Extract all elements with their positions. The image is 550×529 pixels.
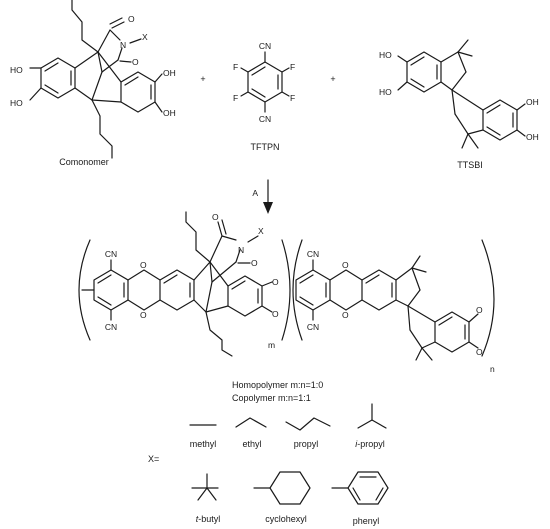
polymer-o-5: O <box>342 260 349 270</box>
ttsbi-structure <box>397 39 526 149</box>
tftpn-f-2: F <box>290 93 295 103</box>
ttsbi-name: TTSBI <box>457 160 483 170</box>
homopolymer-ratio: Homopolymer m:n=1:0 <box>232 380 323 390</box>
tftpn-f-4: F <box>233 93 238 103</box>
tftpn-f-3: F <box>233 62 238 72</box>
polymer-o-4: O <box>272 309 279 319</box>
polymer-x-label: X <box>258 226 264 236</box>
isopropyl-structure <box>357 403 387 429</box>
tert-butyl-name: t-butyl <box>196 514 221 524</box>
tert-butyl-structure <box>191 473 219 501</box>
copolymer-ratio: Copolymer m:n=1:1 <box>232 393 311 403</box>
cyclohexyl-name: cyclohexyl <box>265 514 307 524</box>
x-equals-label: X= <box>148 454 159 464</box>
arrow-label: A <box>252 188 258 198</box>
cyclohexyl-structure <box>253 471 311 505</box>
comonomer-structure <box>40 0 156 159</box>
ttsbi-oh-bottom: OH <box>526 132 539 142</box>
ethyl-name: ethyl <box>242 439 261 449</box>
comonomer-o-bottom: O <box>132 57 139 67</box>
polymer-cn-1: CN <box>105 249 117 259</box>
methyl-name: methyl <box>190 439 217 449</box>
polymer-o-6: O <box>342 310 349 320</box>
propyl-structure <box>285 417 331 431</box>
comonomer-o-top: O <box>128 14 135 24</box>
comonomer-oh-top: OH <box>163 68 176 78</box>
polymer-structure <box>78 211 495 361</box>
polymer-imide-o-1: O <box>212 212 219 222</box>
ttsbi-ho-bottom: HO <box>379 87 392 97</box>
polymer-imide-o-2: O <box>251 258 258 268</box>
polymer-n-subscript: n <box>490 364 495 374</box>
tftpn-cn-top: CN <box>259 41 271 51</box>
polymer-cn-2: CN <box>105 322 117 332</box>
comonomer-ho-top: HO <box>10 65 23 75</box>
tftpn-f-1: F <box>290 62 295 72</box>
tftpn-name: TFTPN <box>251 142 280 152</box>
comonomer-oh-bottom: OH <box>163 108 176 118</box>
polymer-cn-3: CN <box>307 249 319 259</box>
comonomer-ho-bottom: HO <box>10 98 23 108</box>
phenyl-name: phenyl <box>353 516 380 526</box>
polymer-m-subscript: m <box>268 340 275 350</box>
ttsbi-ho-top: HO <box>379 50 392 60</box>
ethyl-structure <box>235 417 267 428</box>
plus-sign-1: + <box>200 74 205 84</box>
polymer-o-3: O <box>272 277 279 287</box>
plus-sign-2: + <box>330 74 335 84</box>
polymer-cn-4: CN <box>307 322 319 332</box>
polymer-o-1: O <box>140 260 147 270</box>
polymer-o-8: O <box>476 347 483 357</box>
polymer-o-2: O <box>140 310 147 320</box>
comonomer-name: Comonomer <box>59 157 109 167</box>
comonomer-x-label: X <box>142 32 148 42</box>
tftpn-structure <box>240 51 290 113</box>
reaction-arrow <box>263 179 273 214</box>
polymer-o-7: O <box>476 305 483 315</box>
comonomer-n-label: N <box>120 40 126 50</box>
isopropyl-name: i-propyl <box>355 439 385 449</box>
phenyl-structure <box>331 471 389 505</box>
tftpn-cn-bottom: CN <box>259 114 271 124</box>
polymer-n-atom: N <box>238 245 244 255</box>
ttsbi-oh-top: OH <box>526 97 539 107</box>
propyl-name: propyl <box>294 439 319 449</box>
